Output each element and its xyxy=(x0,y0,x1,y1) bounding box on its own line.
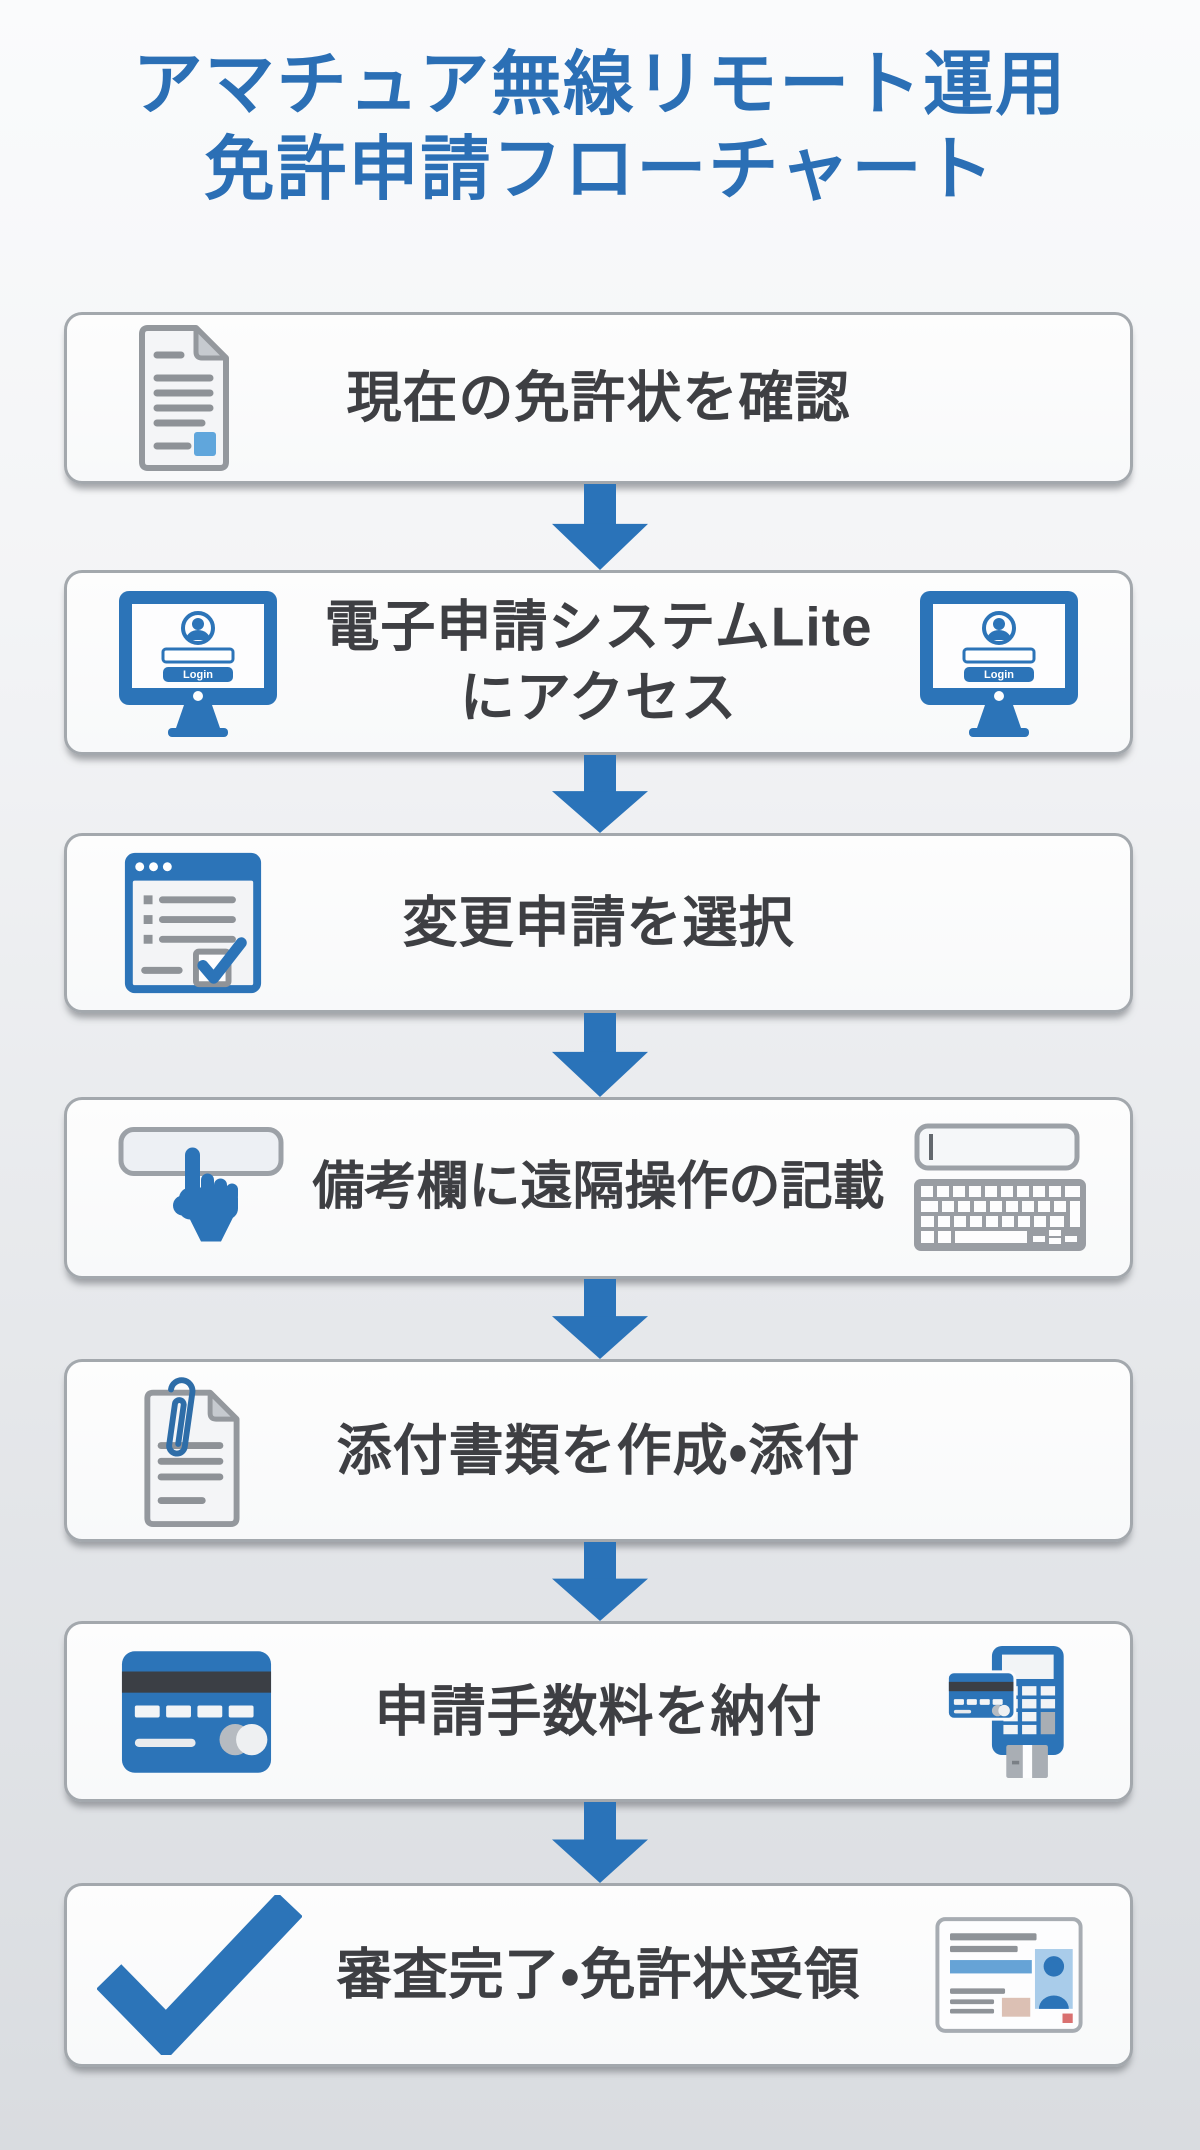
flow-arrow-icon xyxy=(552,1013,648,1097)
monitor-login-label: Login xyxy=(183,669,213,681)
step-3-card: 変更申請を選択 xyxy=(64,833,1133,1013)
step-7-card: 審査完了・免許状受領 xyxy=(64,1883,1133,2067)
step-5-label: 添付書類を作成・添付 xyxy=(336,1418,861,1481)
paperclip-document-icon xyxy=(131,1375,249,1527)
page-title-line2: 免許申請フローチャート xyxy=(204,130,996,209)
step-3-label: 変更申請を選択 xyxy=(402,891,795,954)
step-4-card: 備考欄に遠隔操作の記載 xyxy=(64,1097,1133,1279)
step-5-card: 添付書類を作成・添付 xyxy=(64,1359,1133,1542)
flow-arrow-icon xyxy=(552,1802,648,1883)
input-cursor-keyboard-icon xyxy=(913,1123,1088,1253)
step-6-card: 申請手数料を納付 xyxy=(64,1621,1133,1802)
flow-arrow-icon xyxy=(552,755,648,833)
step-1-card: 現在の免許状を確認 xyxy=(64,312,1133,484)
page-title-line1: アマチュア無線リモート運用 xyxy=(132,45,1068,123)
license-card-icon xyxy=(934,1916,1084,2034)
document-icon xyxy=(135,325,237,471)
page-title: アマチュア無線リモート運用免許申請フローチャート xyxy=(0,42,1200,213)
payment-terminal-icon xyxy=(946,1644,1068,1779)
monitor-login-icon: Login xyxy=(914,587,1084,739)
credit-card-icon xyxy=(119,1648,274,1775)
step-4-label: 備考欄に遠隔操作の記載 xyxy=(312,1158,885,1217)
checkmark-icon xyxy=(96,1892,303,2061)
flow-arrow-icon xyxy=(552,1542,648,1621)
step-6-label: 申請手数料を納付 xyxy=(374,1679,823,1742)
flow-arrow-icon xyxy=(552,1279,648,1359)
input-field-click-icon xyxy=(117,1126,287,1251)
monitor-login-label: Login xyxy=(984,669,1014,681)
form-checklist-window-icon xyxy=(119,848,267,998)
step-1-label: 現在の免許状を確認 xyxy=(346,366,851,429)
step-7-label: 審査完了・免許状受領 xyxy=(336,1943,861,2006)
flow-arrow-icon xyxy=(552,484,648,570)
step-2-label: 電子申請システムLite にアクセス xyxy=(324,595,873,729)
monitor-login-icon: Login xyxy=(113,587,283,739)
step-2-card: Login 電子申請システムLite にアクセス Login xyxy=(64,570,1133,755)
